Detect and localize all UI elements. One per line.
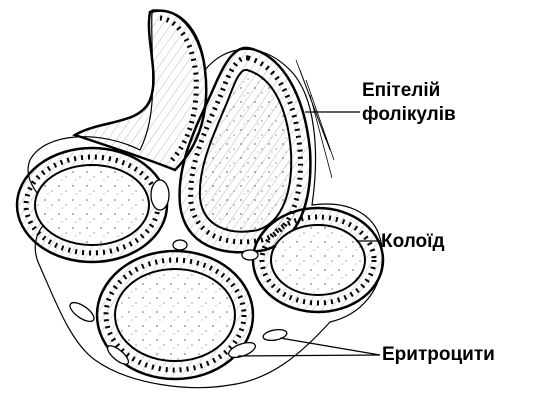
follicle-right-colloid-texture	[271, 225, 365, 295]
erythrocyte	[173, 240, 187, 250]
erythrocyte	[151, 180, 169, 210]
label-epithelium-line1: Епітелій	[362, 80, 440, 102]
leader-erythrocytes-1	[280, 338, 380, 355]
follicle-bottom-colloid-texture	[115, 269, 235, 361]
label-epithelium-line2: фолікулів	[362, 104, 456, 126]
follicle-upper-tongue-epithelium	[75, 11, 206, 170]
follicle-left	[17, 148, 167, 262]
erythrocyte	[242, 250, 258, 260]
label-erythrocytes: Еритроцити	[382, 344, 495, 366]
leader-erythrocytes-2	[238, 355, 380, 356]
follicle-left-colloid-texture	[35, 165, 149, 245]
follicle-upper-tongue	[75, 11, 206, 170]
follicle-right	[253, 208, 383, 312]
erythrocyte	[67, 299, 97, 325]
erythrocyte	[262, 328, 287, 342]
label-colloid: Колоїд	[381, 231, 445, 253]
